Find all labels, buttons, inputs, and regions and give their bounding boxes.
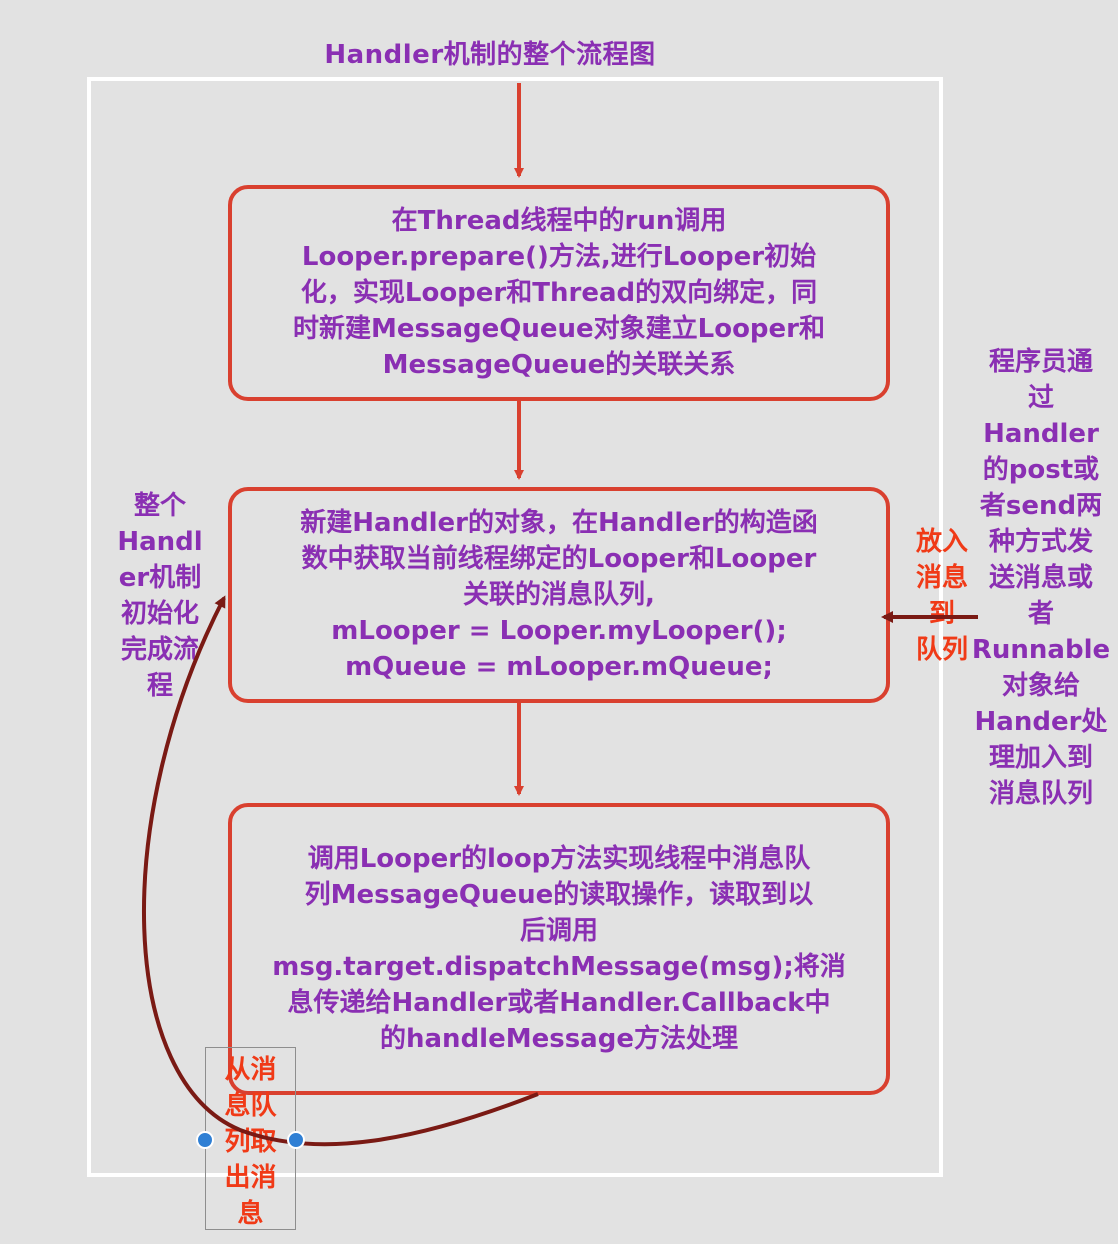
enqueue-label: 放入 消息 到 队列 [915, 527, 968, 665]
left-note: 整个 Handl er机制 初始化 完成流 程 [117, 491, 203, 701]
step-box-looper-loop[interactable]: 调用Looper的loop方法实现线程中消息队 列MessageQueue的读取… [228, 803, 890, 1095]
step-box-thread-prepare[interactable]: 在Thread线程中的run调用 Looper.prepare()方法,进行Lo… [228, 185, 890, 401]
dequeue-label: 从消 息队 列取 出消 息 [224, 1055, 277, 1229]
diagram-canvas [87, 77, 943, 1177]
step-box-new-handler-text: 新建Handler的对象，在Handler的构造函 数中获取当前线程绑定的Loo… [300, 508, 818, 682]
arrow-loop-back [142, 595, 539, 1147]
selection-handle-right[interactable] [287, 1131, 305, 1149]
diagram-title: Handler机制的整个流程图 [324, 40, 656, 70]
step-box-thread-prepare-text: 在Thread线程中的run调用 Looper.prepare()方法,进行Lo… [293, 206, 825, 380]
selection-handle-left[interactable] [196, 1131, 214, 1149]
right-note: 程序员通 过 Handler 的post或 者send两 种方式发 送消息或 者… [971, 347, 1111, 809]
step-box-new-handler[interactable]: 新建Handler的对象，在Handler的构造函 数中获取当前线程绑定的Loo… [228, 487, 890, 703]
step-box-looper-loop-text: 调用Looper的loop方法实现线程中消息队 列MessageQueue的读取… [272, 844, 846, 1054]
